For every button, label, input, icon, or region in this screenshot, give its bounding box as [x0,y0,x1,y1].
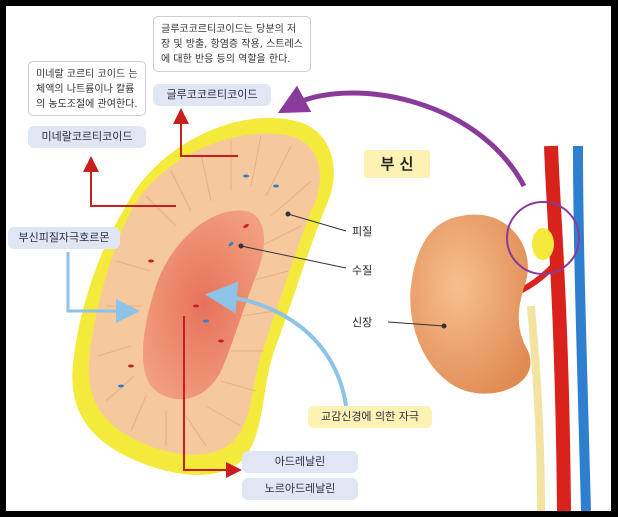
kidney-shape [410,214,530,393]
kidney-label: 신장 [352,314,372,330]
cortex-label: 피질 [352,223,372,239]
acth-label: 부신피질자극호르몬 [8,227,120,249]
diagram-canvas: 부 신 미네랄 코르티 코이드 는 체액의 나트륨이나 칼륨의 농도조절에 관여… [6,6,611,511]
medulla-label: 수질 [352,262,372,278]
glucocorticoid-label: 글루코코르티코이드 [153,84,271,106]
diagram-title: 부 신 [364,150,430,178]
small-adrenal-gland [532,228,554,260]
sympathetic-stimulus-label: 교감신경에 의한 자극 [308,406,432,428]
glucocorticoid-note: 글루코코르티코이드는 당분의 저장 및 방출, 항염증 작용, 스트레스에 대한… [153,16,311,72]
adrenaline-label: 아드레날린 [242,451,358,473]
mineralocorticoid-label: 미네랄코르티코이드 [28,126,146,148]
ureter [531,306,541,511]
mineralocorticoid-note: 미네랄 코르티 코이드 는 체액의 나트륨이나 칼륨의 농도조절에 관여한다. [28,61,146,116]
vein [578,146,586,511]
artery [551,146,564,511]
noradrenaline-label: 노르아드레날린 [242,478,358,500]
